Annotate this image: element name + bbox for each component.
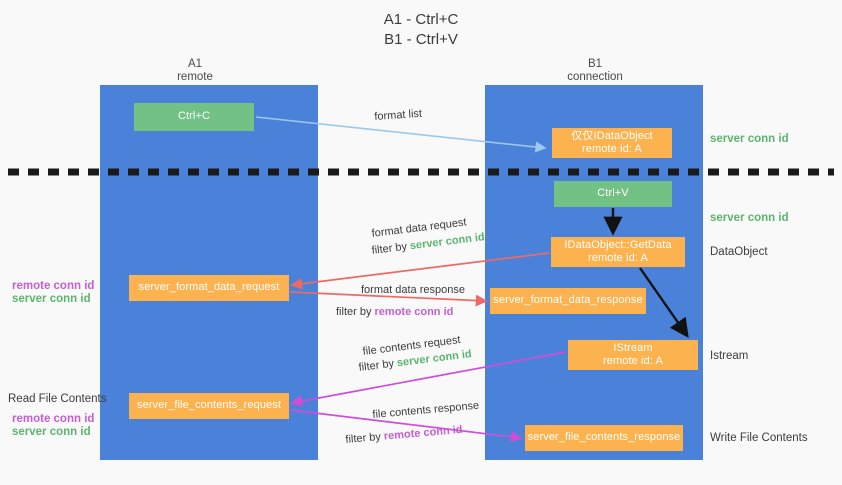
page-title: A1 - Ctrl+C B1 - Ctrl+V: [383, 11, 459, 48]
label-server-conn-id-top: server conn id: [710, 133, 789, 145]
filter-value-remote-conn-id: remote conn id: [374, 306, 454, 318]
caption-format-data-response-filter: filter by remote conn id: [336, 306, 453, 319]
caption-format-list: format list: [374, 107, 423, 123]
filter-prefix: filter by: [358, 357, 398, 374]
box-ctrl-c[interactable]: Ctrl+C: [134, 103, 254, 131]
lane-header-a1: A1 remote: [177, 58, 213, 83]
caption-file-contents-response: file contents response: [372, 399, 480, 421]
filter-prefix: filter by: [336, 306, 375, 318]
box-server-file-contents-request[interactable]: server_file_contents_request: [129, 393, 289, 419]
caption-format-data-response: format data response: [361, 284, 465, 296]
label-server-conn-id-upper: server conn id: [12, 293, 91, 305]
box-server-format-data-request[interactable]: server_format_data_request: [129, 275, 289, 301]
filter-prefix: filter by: [371, 240, 411, 257]
label-server-conn-id-mid: server conn id: [710, 212, 789, 224]
filter-prefix: filter by: [345, 430, 385, 446]
box-istream[interactable]: IStream remote id: A: [568, 340, 698, 370]
caption-file-contents-response-filter: filter by remote conn id: [345, 424, 463, 447]
box-ctrl-v[interactable]: Ctrl+V: [554, 181, 672, 207]
filter-value-remote-conn-id: remote conn id: [383, 423, 463, 443]
box-idataobject-getdata[interactable]: IDataObject::GetData remote id: A: [551, 237, 685, 267]
lane-header-b1: B1 connection: [567, 58, 623, 83]
label-remote-conn-id-upper: remote conn id: [12, 280, 95, 292]
box-server-format-data-response[interactable]: server_format_data_response: [490, 288, 646, 314]
label-server-conn-id-lower: server conn id: [12, 426, 91, 438]
box-server-file-contents-response[interactable]: server_file_contents_response: [525, 425, 683, 451]
label-write-file-contents: Write File Contents: [710, 432, 808, 444]
label-dataobject: DataObject: [710, 246, 768, 258]
label-istream: Istream: [710, 350, 749, 362]
label-remote-conn-id-lower: remote conn id: [12, 413, 95, 425]
label-read-file-contents: Read File Contents: [8, 393, 107, 405]
box-idataobject[interactable]: 仅仅IDataObject remote id: A: [552, 128, 672, 158]
